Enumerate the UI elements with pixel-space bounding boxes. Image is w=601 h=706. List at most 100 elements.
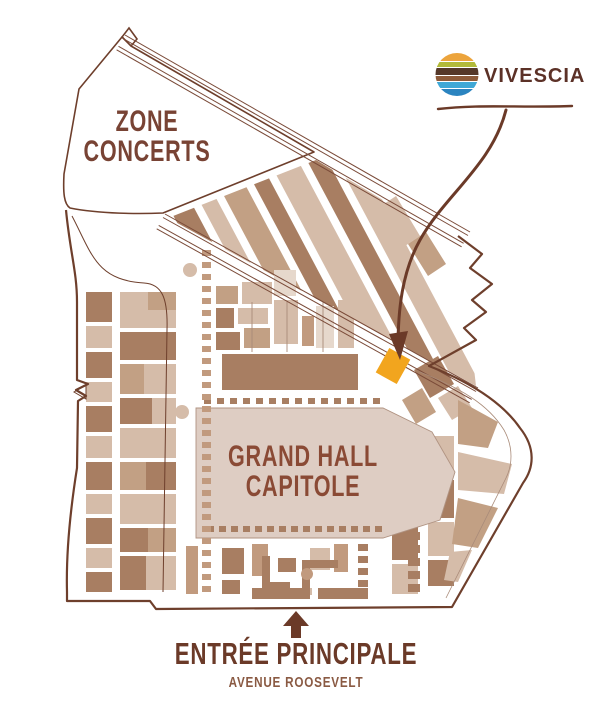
dash-stand	[202, 250, 211, 256]
dash-stand	[202, 418, 211, 424]
dash-stand	[321, 398, 328, 404]
dash-stand	[217, 398, 224, 404]
dash-stand	[202, 550, 211, 556]
map-stand	[274, 300, 298, 344]
map-stand	[262, 556, 290, 590]
dash-stand	[408, 532, 420, 540]
vivescia-logo: VIVESCIA	[435, 53, 584, 96]
map-stand	[86, 292, 112, 322]
map-stand	[222, 354, 358, 390]
map-stand	[458, 400, 498, 448]
dash-stand	[202, 442, 211, 448]
zone-concerts-label-line2: CONCERTS	[84, 133, 211, 167]
dash-stand	[202, 382, 211, 388]
dash-stand	[358, 544, 368, 551]
dash-stand	[230, 398, 237, 404]
map-stand	[86, 326, 112, 348]
dash-stand	[202, 502, 211, 508]
dash-stand	[204, 398, 211, 404]
dash-stand	[202, 466, 211, 472]
map-stand	[120, 332, 176, 360]
dash-stand	[202, 406, 211, 412]
dash-stand	[308, 398, 315, 404]
dash-stand	[202, 562, 211, 568]
map-stand	[120, 462, 146, 490]
dash-stand	[202, 526, 211, 532]
dash-stand	[202, 262, 211, 268]
map-stand	[238, 308, 268, 324]
dash-stand	[243, 526, 250, 532]
map-stand	[274, 270, 296, 296]
map-stand	[86, 382, 112, 402]
map-stand	[278, 558, 296, 572]
dash-stand	[202, 538, 211, 544]
dash-stand	[202, 370, 211, 376]
road-a	[116, 34, 471, 248]
dash-stand	[327, 526, 334, 532]
dash-stand	[231, 526, 238, 532]
dash-stand	[291, 526, 298, 532]
dash-stand	[202, 274, 211, 280]
diagonal-stand-stripe	[168, 160, 476, 386]
dash-stand	[202, 490, 211, 496]
map-stand	[120, 428, 176, 458]
dash-stand	[339, 526, 346, 532]
entrance-label: ENTRÉE PRINCIPALE	[175, 635, 417, 671]
map-stand	[120, 364, 144, 394]
map-stand	[86, 462, 112, 490]
dash-stand	[202, 478, 211, 484]
map-stand	[222, 580, 240, 594]
dash-stand	[408, 558, 420, 566]
map-stand	[302, 316, 314, 346]
dash-stand	[267, 526, 274, 532]
logo-underline	[436, 104, 574, 111]
map-stand	[242, 282, 272, 304]
dash-stand	[408, 584, 420, 592]
map-stand	[216, 332, 240, 350]
dash-stand	[373, 398, 380, 404]
dash-stand	[334, 398, 341, 404]
dash-stand	[202, 430, 211, 436]
dash-stand	[315, 526, 322, 532]
dash-stand	[408, 545, 420, 553]
map-stand	[414, 356, 454, 398]
map-stand	[86, 572, 112, 592]
map-stand	[120, 556, 146, 590]
dash-stand	[358, 592, 368, 599]
grand-hall-label-line2: CAPITOLE	[246, 468, 361, 502]
map-stand	[458, 452, 512, 494]
inner-boundary-line	[419, 371, 512, 599]
dash-stand	[202, 394, 211, 400]
map-stand	[86, 494, 112, 514]
diagonal-stand-stripe	[181, 160, 476, 386]
dash-stand	[358, 556, 368, 563]
dash-stand	[202, 346, 211, 352]
dash-stand	[202, 334, 211, 340]
grand-hall-label-line1: GRAND HALL	[228, 438, 378, 472]
diagonal-stand-stripe	[168, 160, 476, 386]
dash-stand	[375, 526, 382, 532]
map-stand	[318, 588, 368, 599]
map-stand	[301, 568, 313, 580]
avenue-label: AVENUE ROOSEVELT	[229, 674, 364, 691]
map-labels: ZONE CONCERTS GRAND HALL CAPITOLE ENTRÉE…	[84, 103, 417, 691]
map-stand	[152, 398, 176, 424]
entrance-arrow-icon	[283, 611, 309, 638]
dash-stand	[243, 398, 250, 404]
left-aisle-curve	[71, 215, 168, 593]
diagonal-stand-stripe	[168, 160, 476, 386]
dash-stand	[219, 526, 226, 532]
dash-stand	[202, 322, 211, 328]
map-stand	[216, 308, 234, 328]
map-stand	[86, 352, 112, 378]
map-stand	[216, 286, 238, 304]
dash-stand	[351, 526, 358, 532]
dash-stand	[360, 398, 367, 404]
zone-concerts-outline	[62, 36, 315, 215]
dash-stand	[256, 398, 263, 404]
map-stand	[183, 263, 197, 277]
dash-stand	[363, 526, 370, 532]
dash-stand	[408, 571, 420, 579]
grand-hall-building	[195, 407, 456, 539]
